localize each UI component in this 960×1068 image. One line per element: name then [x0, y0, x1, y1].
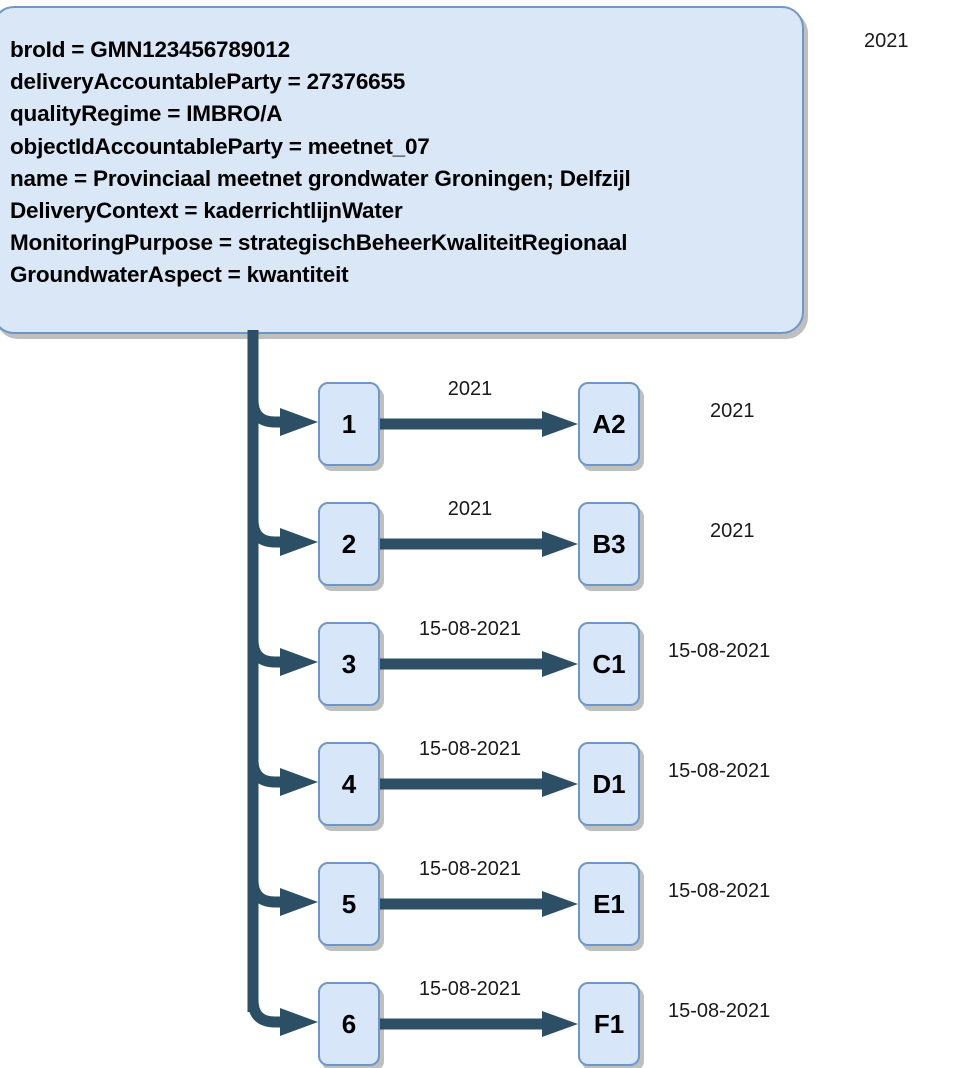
branch-trunk: [240, 330, 360, 1042]
list-item[interactable]: 3: [318, 622, 380, 706]
list-item[interactable]: 6: [318, 982, 380, 1066]
metadata-line-object-id-accountable-party: objectIdAccountableParty = meetnet_07: [10, 133, 430, 159]
target-node-label: D1: [592, 769, 626, 799]
table-row: 6 15-08-2021 F1 15-08-2021: [0, 972, 960, 1068]
target-node-label: F1: [593, 1009, 625, 1039]
list-item[interactable]: E1: [578, 862, 640, 946]
row-date-label: 15-08-2021: [668, 760, 771, 782]
row-date-label: 2021: [710, 400, 755, 422]
connector-arrow: [380, 410, 580, 438]
list-item[interactable]: A2: [578, 382, 640, 466]
metadata-line-delivery-context: DeliveryContext = kaderrichtlijnWater: [10, 198, 403, 224]
row-date-label: 15-08-2021: [668, 1000, 771, 1022]
table-row: 5 15-08-2021 E1 15-08-2021: [0, 852, 960, 948]
branch-trunk-graphic: [247, 330, 318, 1036]
table-row: 4 15-08-2021 D1 15-08-2021: [0, 732, 960, 828]
row-date-label: 15-08-2021: [668, 880, 771, 902]
edge-label: 2021: [447, 378, 493, 400]
connector-arrow: [380, 770, 580, 798]
source-node-label: 1: [341, 409, 357, 439]
list-item[interactable]: 5: [318, 862, 380, 946]
target-node-label: C1: [592, 649, 626, 679]
metadata-line-name: name = Provinciaal meetnet grondwater Gr…: [10, 165, 631, 191]
list-item[interactable]: F1: [578, 982, 640, 1066]
list-item[interactable]: 4: [318, 742, 380, 826]
metadata-line-list: broId = GMN123456789012 deliveryAccounta…: [10, 34, 792, 292]
table-row: 3 15-08-2021 C1 15-08-2021: [0, 612, 960, 708]
edge-label: 15-08-2021: [418, 618, 522, 640]
source-node-label: 4: [341, 769, 357, 799]
metadata-line-groundwater-aspect: GroundwaterAspect = kwantiteit: [10, 262, 349, 288]
list-item[interactable]: 1: [318, 382, 380, 466]
target-node-label: A2: [592, 409, 626, 439]
metadata-line-monitoring-purpose: MonitoringPurpose = strategischBeheerKwa…: [10, 230, 628, 256]
list-item[interactable]: 2: [318, 502, 380, 586]
target-node-label: B3: [592, 529, 626, 559]
edge-label: 15-08-2021: [418, 738, 522, 760]
connector-arrow: [380, 650, 580, 678]
metadata-line-delivery-accountable-party: deliveryAccountableParty = 27376655: [10, 69, 406, 95]
row-date-label: 15-08-2021: [668, 640, 771, 662]
list-item[interactable]: C1: [578, 622, 640, 706]
source-node-label: 5: [341, 889, 357, 919]
table-row: 1 2021 A2 2021: [0, 372, 960, 468]
edge-label: 2021: [447, 498, 493, 520]
corner-year-label: 2021: [864, 30, 909, 52]
edge-label: 15-08-2021: [418, 978, 522, 1000]
connector-arrow: [380, 1010, 580, 1038]
metadata-line-broid: broId = GMN123456789012: [10, 37, 290, 62]
source-node-label: 3: [341, 649, 357, 679]
source-node-label: 6: [341, 1009, 357, 1039]
source-node-label: 2: [341, 529, 357, 559]
metadata-line-quality-regime: qualityRegime = IMBRO/A: [10, 101, 283, 127]
table-row: 2 2021 B3 2021: [0, 492, 960, 588]
list-item[interactable]: B3: [578, 502, 640, 586]
list-item[interactable]: D1: [578, 742, 640, 826]
target-node-label: E1: [593, 889, 625, 919]
row-date-label: 2021: [710, 520, 755, 542]
edge-label: 15-08-2021: [418, 858, 522, 880]
monitoring-net-metadata-box: broId = GMN123456789012 deliveryAccounta…: [0, 6, 804, 334]
connector-arrow: [380, 530, 580, 558]
connector-arrow: [380, 890, 580, 918]
